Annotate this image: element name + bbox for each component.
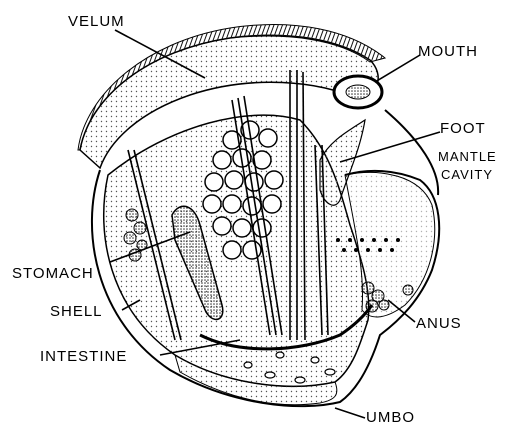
umbo-leader bbox=[335, 408, 365, 418]
label-foot: FOOT bbox=[440, 121, 486, 136]
label-mouth: MOUTH bbox=[418, 44, 478, 59]
label-stomach: STOMACH bbox=[12, 266, 94, 281]
label-intestine: INTESTINE bbox=[40, 349, 127, 364]
label-cavity: CAVITY bbox=[441, 168, 493, 181]
label-anus: ANUS bbox=[416, 316, 462, 331]
label-velum: VELUM bbox=[68, 14, 125, 29]
label-mantle: MANTLE bbox=[438, 150, 497, 163]
label-shell: SHELL bbox=[50, 304, 103, 319]
label-umbo: UMBO bbox=[366, 410, 415, 425]
